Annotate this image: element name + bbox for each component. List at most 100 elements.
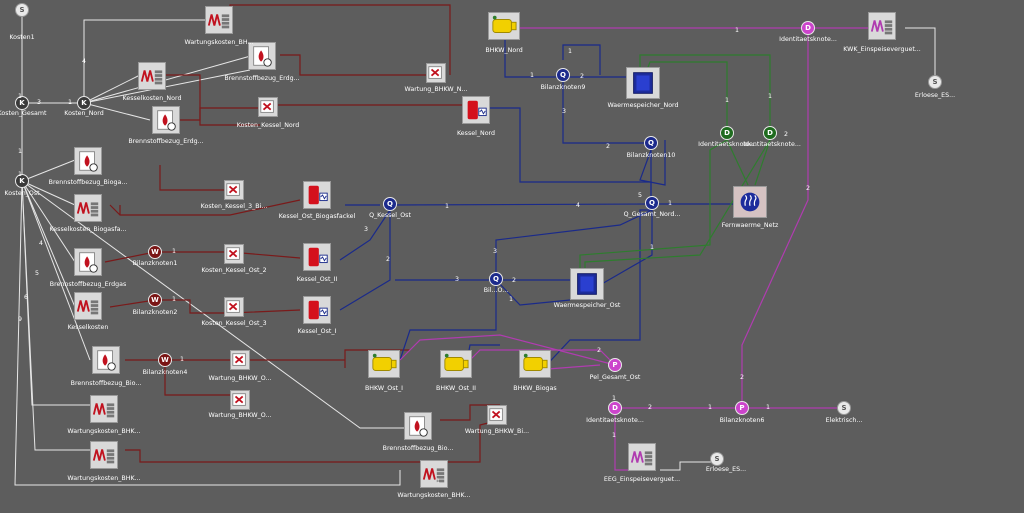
wartungskosten-bhk2-block[interactable]: [90, 441, 118, 469]
kosten-nord-node[interactable]: K: [77, 96, 91, 110]
wire-number: 1: [725, 97, 730, 104]
wire-number: 1: [668, 200, 673, 207]
kosten-kessel-nord-block[interactable]: [258, 97, 278, 117]
erloese-es1-label: Erloese_ES...: [914, 92, 956, 99]
bilanzknoten4-node[interactable]: W: [158, 353, 172, 367]
network-wires: [579, 54, 771, 272]
kosten-kessel-3-bi-block[interactable]: [224, 180, 244, 200]
kosten-kessel-ost-3-block[interactable]: [224, 297, 244, 317]
wartung-bhkw-bi-block[interactable]: [487, 405, 507, 425]
fuel-purchase-icon: [253, 46, 272, 67]
kwk-einspeiseverguetung-label: KWK_Einspeiseverguet...: [843, 46, 921, 53]
kessel-nord-block[interactable]: [462, 96, 490, 124]
pel-gesamt-ost-node[interactable]: P: [608, 358, 622, 372]
district-heating-icon: [740, 192, 760, 212]
brennstoffbezug-bio3-block[interactable]: [404, 412, 432, 440]
wire-number: 2: [806, 185, 811, 192]
bilanzknoten2-node[interactable]: W: [148, 293, 162, 307]
brennstoffbezug-erdg2-block[interactable]: [152, 106, 180, 134]
wartungskosten-bh-label: Wartungskosten_BH...: [184, 39, 254, 46]
brennstoffbezug-erdgas-block[interactable]: [74, 248, 102, 276]
bhkw-ost-ii-block[interactable]: [440, 350, 472, 378]
fernwaerme-netz-block[interactable]: [733, 186, 767, 218]
identitaetsknoten-bottom-node[interactable]: D: [608, 401, 622, 415]
kosten-gesamt-node[interactable]: K: [15, 96, 29, 110]
elektrisch-sink-node[interactable]: S: [837, 401, 851, 415]
waermespeicher-nord-block[interactable]: [626, 67, 660, 99]
kosten1-sink-node[interactable]: S: [15, 3, 29, 17]
erloese-es2-sink-node[interactable]: S: [710, 452, 724, 466]
cost-coins-icon: [76, 202, 99, 217]
boiler-icon: [308, 300, 328, 320]
kosten-gesamt-label: Kosten_Gesamt: [0, 110, 47, 117]
maintenance-x-icon: [232, 393, 246, 406]
wartungskosten-bhk2-label: Wartungskosten_BHK...: [67, 475, 141, 482]
fuel-purchase-icon: [409, 416, 428, 437]
q-gesamt-nord-node[interactable]: Q: [645, 196, 659, 210]
bilanzknoten9-node[interactable]: Q: [556, 68, 570, 82]
bilanzknoten1-node[interactable]: W: [148, 245, 162, 259]
kosten-kessel-ost-2-block[interactable]: [224, 244, 244, 264]
heat-storage-icon: [633, 72, 653, 94]
maintenance-x-icon: [226, 183, 240, 196]
wire-number: 6: [24, 294, 29, 301]
wartung-bhkw-o2-block[interactable]: [230, 390, 250, 410]
wartung-bhkw-o1-label: Wartung_BHKW_O...: [208, 375, 272, 382]
wartung-bhkw-o1-block[interactable]: [230, 350, 250, 370]
bilanzknoten6-node[interactable]: P: [735, 401, 749, 415]
kessel-ost-i-label: Kessel_Ost_I: [297, 328, 337, 335]
bilanzknoten-b-node[interactable]: Q: [489, 272, 503, 286]
wire-number: 2: [784, 131, 789, 138]
bhkw-ost-i-block[interactable]: [368, 350, 400, 378]
identitaetsknoten-bottom-label: Identitaetsknote...: [586, 417, 644, 424]
kesselkosten-label: Kesselkosten: [67, 324, 109, 331]
brennstoffbezug-erdg2-label: Brennstoffbezug_Erdg...: [128, 138, 204, 145]
wire-number: 2: [648, 404, 653, 411]
wire-number: 4: [576, 202, 581, 209]
bhkw-biogas-block[interactable]: [519, 350, 551, 378]
bilanzknoten2-label: Bilanzknoten2: [132, 309, 178, 316]
wire-number: 1: [445, 203, 450, 210]
brennstoffbezug-erdg1-label: Brennstoffbezug_Erdg...: [224, 75, 300, 82]
kosten-ost-node[interactable]: K: [15, 174, 29, 188]
identitaetsknoten-top-node[interactable]: D: [801, 21, 815, 35]
maintenance-x-icon: [226, 247, 240, 260]
kessel-ost-ii-block[interactable]: [303, 243, 331, 271]
kessel-ost-i-block[interactable]: [303, 296, 331, 324]
wartungskosten-bhk3-block[interactable]: [420, 460, 448, 488]
maintenance-x-icon: [260, 100, 274, 113]
brennstoffbezug-erdg1-block[interactable]: [248, 42, 276, 70]
wartung-bhkw-o2-label: Wartung_BHKW_O...: [208, 412, 272, 419]
bhkw-ost-ii-label: BHKW_Ost_II: [436, 385, 476, 392]
fernwaerme-netz-label: Fernwaerme_Netz: [721, 222, 779, 229]
wire-number: 9: [18, 316, 23, 323]
cost-coins-icon: [140, 70, 163, 85]
kessel-ost-biogasfackel-block[interactable]: [303, 181, 331, 209]
erloese-es1-sink-node[interactable]: S: [928, 75, 942, 89]
bilanzknoten10-node[interactable]: Q: [644, 136, 658, 150]
wire-number: 1: [768, 93, 773, 100]
kesselkosten-nord-block[interactable]: [138, 62, 166, 90]
wire-number: 3: [37, 99, 42, 106]
waermespeicher-ost-block[interactable]: [570, 268, 604, 300]
eeg-einspeiseverguetung-block[interactable]: [628, 443, 656, 471]
cost-coins-icon: [422, 468, 445, 483]
wartung-bhkw-n-block[interactable]: [426, 63, 446, 83]
bhkw-nord-block[interactable]: [488, 12, 520, 40]
bilanzknoten10-label: Bilanzknoten10: [626, 152, 676, 159]
wartungskosten-bh-block[interactable]: [205, 6, 233, 34]
wartung-bhkw-bi-label: Wartung_BHKW_Bi...: [464, 428, 530, 435]
kosten1-label: Kosten1: [9, 34, 35, 41]
q-kessel-ost-node[interactable]: Q: [383, 197, 397, 211]
identitaetsknoten-a-node[interactable]: D: [720, 126, 734, 140]
brennstoffbezug-bio2-block[interactable]: [92, 346, 120, 374]
wartungskosten-bhk1-block[interactable]: [90, 395, 118, 423]
brennstoffbezug-biogas-label: Brennstoffbezug_Bioga...: [48, 179, 128, 186]
kesselkosten-biogasfackel-block[interactable]: [74, 194, 102, 222]
identitaetsknoten-b-node[interactable]: D: [763, 126, 777, 140]
kwk-einspeiseverguetung-block[interactable]: [868, 12, 896, 40]
bhkw-biogas-label: BHKW_Biogas: [513, 385, 557, 392]
kesselkosten-block[interactable]: [74, 292, 102, 320]
brennstoffbezug-biogas-block[interactable]: [74, 147, 102, 175]
